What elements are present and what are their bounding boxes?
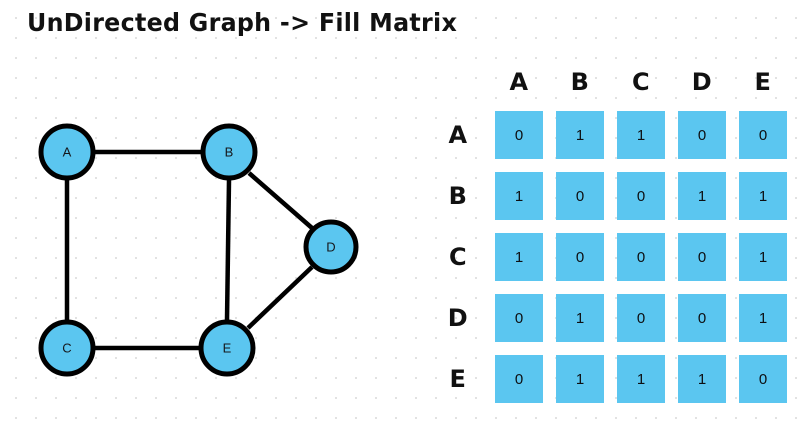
matrix-cell-a-b[interactable]: 1 bbox=[556, 111, 604, 159]
matrix-grid: A B C D E A 0 1 1 0 0 B 1 0 0 1 1 C 1 0 … bbox=[434, 46, 794, 403]
adjacency-matrix: A B C D E A 0 1 1 0 0 B 1 0 0 1 1 C 1 0 … bbox=[434, 46, 794, 421]
graph-node-b[interactable] bbox=[200, 123, 258, 181]
matrix-row-header-c: C bbox=[448, 243, 468, 271]
matrix-cell-c-a[interactable]: 1 bbox=[495, 233, 543, 281]
matrix-cell-d-b[interactable]: 1 bbox=[556, 294, 604, 342]
graph-edges bbox=[64, 149, 314, 351]
graph-svg bbox=[38, 123, 359, 377]
matrix-corner-spacer bbox=[434, 46, 482, 98]
matrix-cell-b-e[interactable]: 1 bbox=[739, 172, 787, 220]
matrix-col-header-e: E bbox=[754, 68, 772, 96]
graph-node-e[interactable] bbox=[198, 319, 256, 377]
matrix-cell-b-c[interactable]: 0 bbox=[617, 172, 665, 220]
matrix-col-header-b: B bbox=[570, 68, 590, 96]
matrix-cell-e-e[interactable]: 0 bbox=[739, 355, 787, 403]
edge-e-d bbox=[246, 265, 314, 330]
matrix-cell-e-c[interactable]: 1 bbox=[617, 355, 665, 403]
matrix-cell-d-e[interactable]: 1 bbox=[739, 294, 787, 342]
matrix-cell-b-b[interactable]: 0 bbox=[556, 172, 604, 220]
graph-node-a[interactable] bbox=[38, 123, 96, 181]
matrix-cell-a-c[interactable]: 1 bbox=[617, 111, 665, 159]
matrix-col-header-d: D bbox=[691, 68, 713, 96]
graph-diagram: A B D C E bbox=[0, 95, 420, 415]
edge-b-d bbox=[247, 171, 314, 230]
matrix-cell-d-d[interactable]: 0 bbox=[678, 294, 726, 342]
matrix-cell-c-b[interactable]: 0 bbox=[556, 233, 604, 281]
matrix-cell-c-e[interactable]: 1 bbox=[739, 233, 787, 281]
matrix-cell-d-a[interactable]: 0 bbox=[495, 294, 543, 342]
page-title: UnDirected Graph -> Fill Matrix bbox=[27, 8, 458, 37]
matrix-row-header-b: B bbox=[448, 182, 468, 210]
matrix-col-header-c: C bbox=[631, 68, 651, 96]
matrix-cell-b-d[interactable]: 1 bbox=[678, 172, 726, 220]
matrix-cell-c-c[interactable]: 0 bbox=[617, 233, 665, 281]
matrix-cell-d-c[interactable]: 0 bbox=[617, 294, 665, 342]
matrix-cell-a-e[interactable]: 0 bbox=[739, 111, 787, 159]
matrix-cell-b-a[interactable]: 1 bbox=[495, 172, 543, 220]
graph-node-c[interactable] bbox=[38, 319, 96, 377]
matrix-cell-a-a[interactable]: 0 bbox=[495, 111, 543, 159]
matrix-cell-c-d[interactable]: 0 bbox=[678, 233, 726, 281]
matrix-row-header-a: A bbox=[448, 121, 468, 149]
graph-node-d[interactable] bbox=[303, 219, 359, 275]
matrix-cell-e-a[interactable]: 0 bbox=[495, 355, 543, 403]
matrix-cell-e-d[interactable]: 1 bbox=[678, 355, 726, 403]
matrix-row-header-d: D bbox=[447, 304, 469, 332]
graph-nodes bbox=[38, 123, 359, 377]
matrix-cell-a-d[interactable]: 0 bbox=[678, 111, 726, 159]
matrix-col-header-a: A bbox=[509, 68, 529, 96]
edge-b-e bbox=[224, 179, 232, 321]
matrix-cell-e-b[interactable]: 1 bbox=[556, 355, 604, 403]
matrix-row-header-e: E bbox=[449, 365, 467, 393]
